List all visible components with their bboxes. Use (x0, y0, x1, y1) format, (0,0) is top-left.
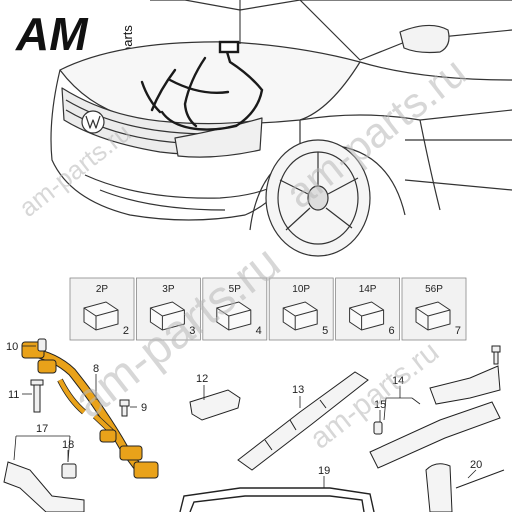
connector-icon (216, 301, 252, 331)
connector-item-number: 5 (322, 325, 328, 337)
connector-pin-count: 56P (425, 284, 443, 295)
connector-tile: 2P 2 (69, 277, 135, 341)
connector-icon (149, 301, 185, 331)
callout-20: 20 (470, 459, 482, 471)
connector-icon (349, 301, 385, 331)
connector-tiles: 2P 2 3P 3 5P 4 10P 5 14P 6 56P 7 (69, 277, 467, 341)
part-bolt-right (491, 345, 501, 365)
connector-pin-count: 14P (359, 284, 377, 295)
connector-icon-edge (282, 307, 318, 330)
connector-tile: 56P 7 (401, 277, 467, 341)
part-9-screw (119, 399, 130, 417)
part-14-duct (369, 365, 501, 469)
connector-tile: 5P 4 (202, 277, 268, 341)
connector-pin-count: 10P (292, 284, 310, 295)
connector-tile: 14P 6 (335, 277, 401, 341)
connector-item-number: 2 (123, 325, 129, 337)
callout-18: 18 (62, 439, 74, 451)
car-illustration (50, 0, 512, 257)
part-8-harness (21, 341, 159, 479)
callout-10: 10 (6, 341, 18, 353)
part-20-bracket (425, 463, 505, 512)
callout-8: 8 (93, 363, 99, 375)
connector-tile: 3P 3 (135, 277, 201, 341)
connector-item-number: 7 (455, 325, 461, 337)
part-11-bolt (30, 379, 44, 413)
logo-main-text: AM (15, 8, 89, 60)
part-18-clip (61, 463, 77, 479)
part-15-clip (373, 421, 383, 435)
connector-item-number: 3 (189, 325, 195, 337)
callout-17: 17 (36, 423, 48, 435)
callout-13: 13 (292, 384, 304, 396)
connector-icon-edge (150, 307, 185, 330)
logo-parts-text: parts (120, 25, 135, 54)
connector-icon (83, 301, 119, 331)
connector-icon-edge (415, 307, 451, 330)
connector-pin-count: 3P (162, 284, 175, 295)
part-12-bracket (189, 389, 241, 421)
callout-11: 11 (8, 389, 19, 401)
callout-9: 9 (141, 402, 147, 414)
engine-bay-harness (140, 40, 264, 131)
part-19-frame (179, 487, 375, 512)
connector-icon-edge (216, 307, 251, 330)
callouts (13, 345, 477, 488)
connector-item-number: 4 (256, 325, 262, 337)
connector-pin-count: 2P (96, 284, 109, 295)
brand-logo: AM parts parts (15, 8, 135, 60)
connector-icon (282, 301, 318, 331)
part-13-channel (237, 371, 369, 471)
connector-item-number: 6 (388, 325, 394, 337)
connector-pin-count: 5P (229, 284, 242, 295)
part-10-clip (37, 338, 47, 352)
connector-icon-edge (349, 307, 384, 330)
watermark-text: am-parts.ru (13, 117, 136, 222)
connector-tile: 10P 5 (268, 277, 334, 341)
callout-15: 15 (374, 399, 386, 411)
connector-icon (415, 301, 451, 331)
part-17-lower-duct (3, 461, 85, 512)
callout-labels: 8 9 10 11 12 13 14 15 17 18 19 20 (6, 341, 482, 477)
callout-12: 12 (196, 373, 208, 385)
connector-icon-edge (83, 307, 119, 330)
callout-14: 14 (392, 375, 404, 387)
callout-19: 19 (318, 465, 330, 477)
